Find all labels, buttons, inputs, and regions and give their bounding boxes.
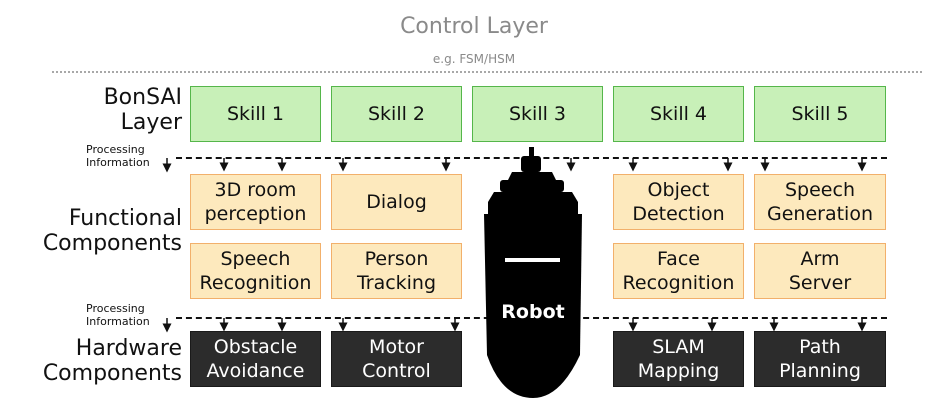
functional-box-face-recognition: Face Recognition (613, 243, 744, 299)
skill-box-1: Skill 1 (190, 86, 321, 142)
skill-box-3: Skill 3 (472, 86, 603, 142)
functional-box-3d-room-perception: 3D room perception (190, 174, 321, 230)
functional-box-object-detection: Object Detection (613, 174, 744, 230)
hardware-box-path-planning: Path Planning (754, 331, 886, 387)
functional-components-label: Functional Components (42, 206, 182, 256)
bottom-processing-arrows (219, 318, 867, 332)
functional-box-arm-server: Arm Server (754, 243, 886, 299)
skill-box-5: Skill 5 (754, 86, 886, 142)
hardware-box-motor-control: Motor Control (331, 331, 462, 387)
hardware-components-label: Hardware Components (42, 336, 182, 386)
hardware-box-slam-mapping: SLAM Mapping (613, 331, 744, 387)
functional-box-speech-generation: Speech Generation (754, 174, 886, 230)
skill-box-4: Skill 4 (613, 86, 744, 142)
functional-box-dialog: Dialog (331, 174, 462, 230)
robot-label: Robot (501, 301, 565, 323)
skill-box-2: Skill 2 (331, 86, 462, 142)
bonsai-layer-label: BonSAI Layer (103, 85, 182, 135)
diagram-subtitle: e.g. FSM/HSM (432, 52, 516, 66)
processing-information-top-label: Processing Information (86, 143, 150, 169)
diagram-title: Control Layer (400, 14, 548, 39)
functional-box-speech-recognition: Speech Recognition (190, 243, 321, 299)
hardware-box-obstacle-avoidance: Obstacle Avoidance (190, 331, 321, 387)
processing-information-bottom-label: Processing Information (86, 302, 150, 328)
functional-box-person-tracking: Person Tracking (331, 243, 462, 299)
control-layer-divider (52, 71, 922, 73)
top-processing-arrows (219, 158, 867, 172)
robot-silhouette (484, 147, 582, 398)
